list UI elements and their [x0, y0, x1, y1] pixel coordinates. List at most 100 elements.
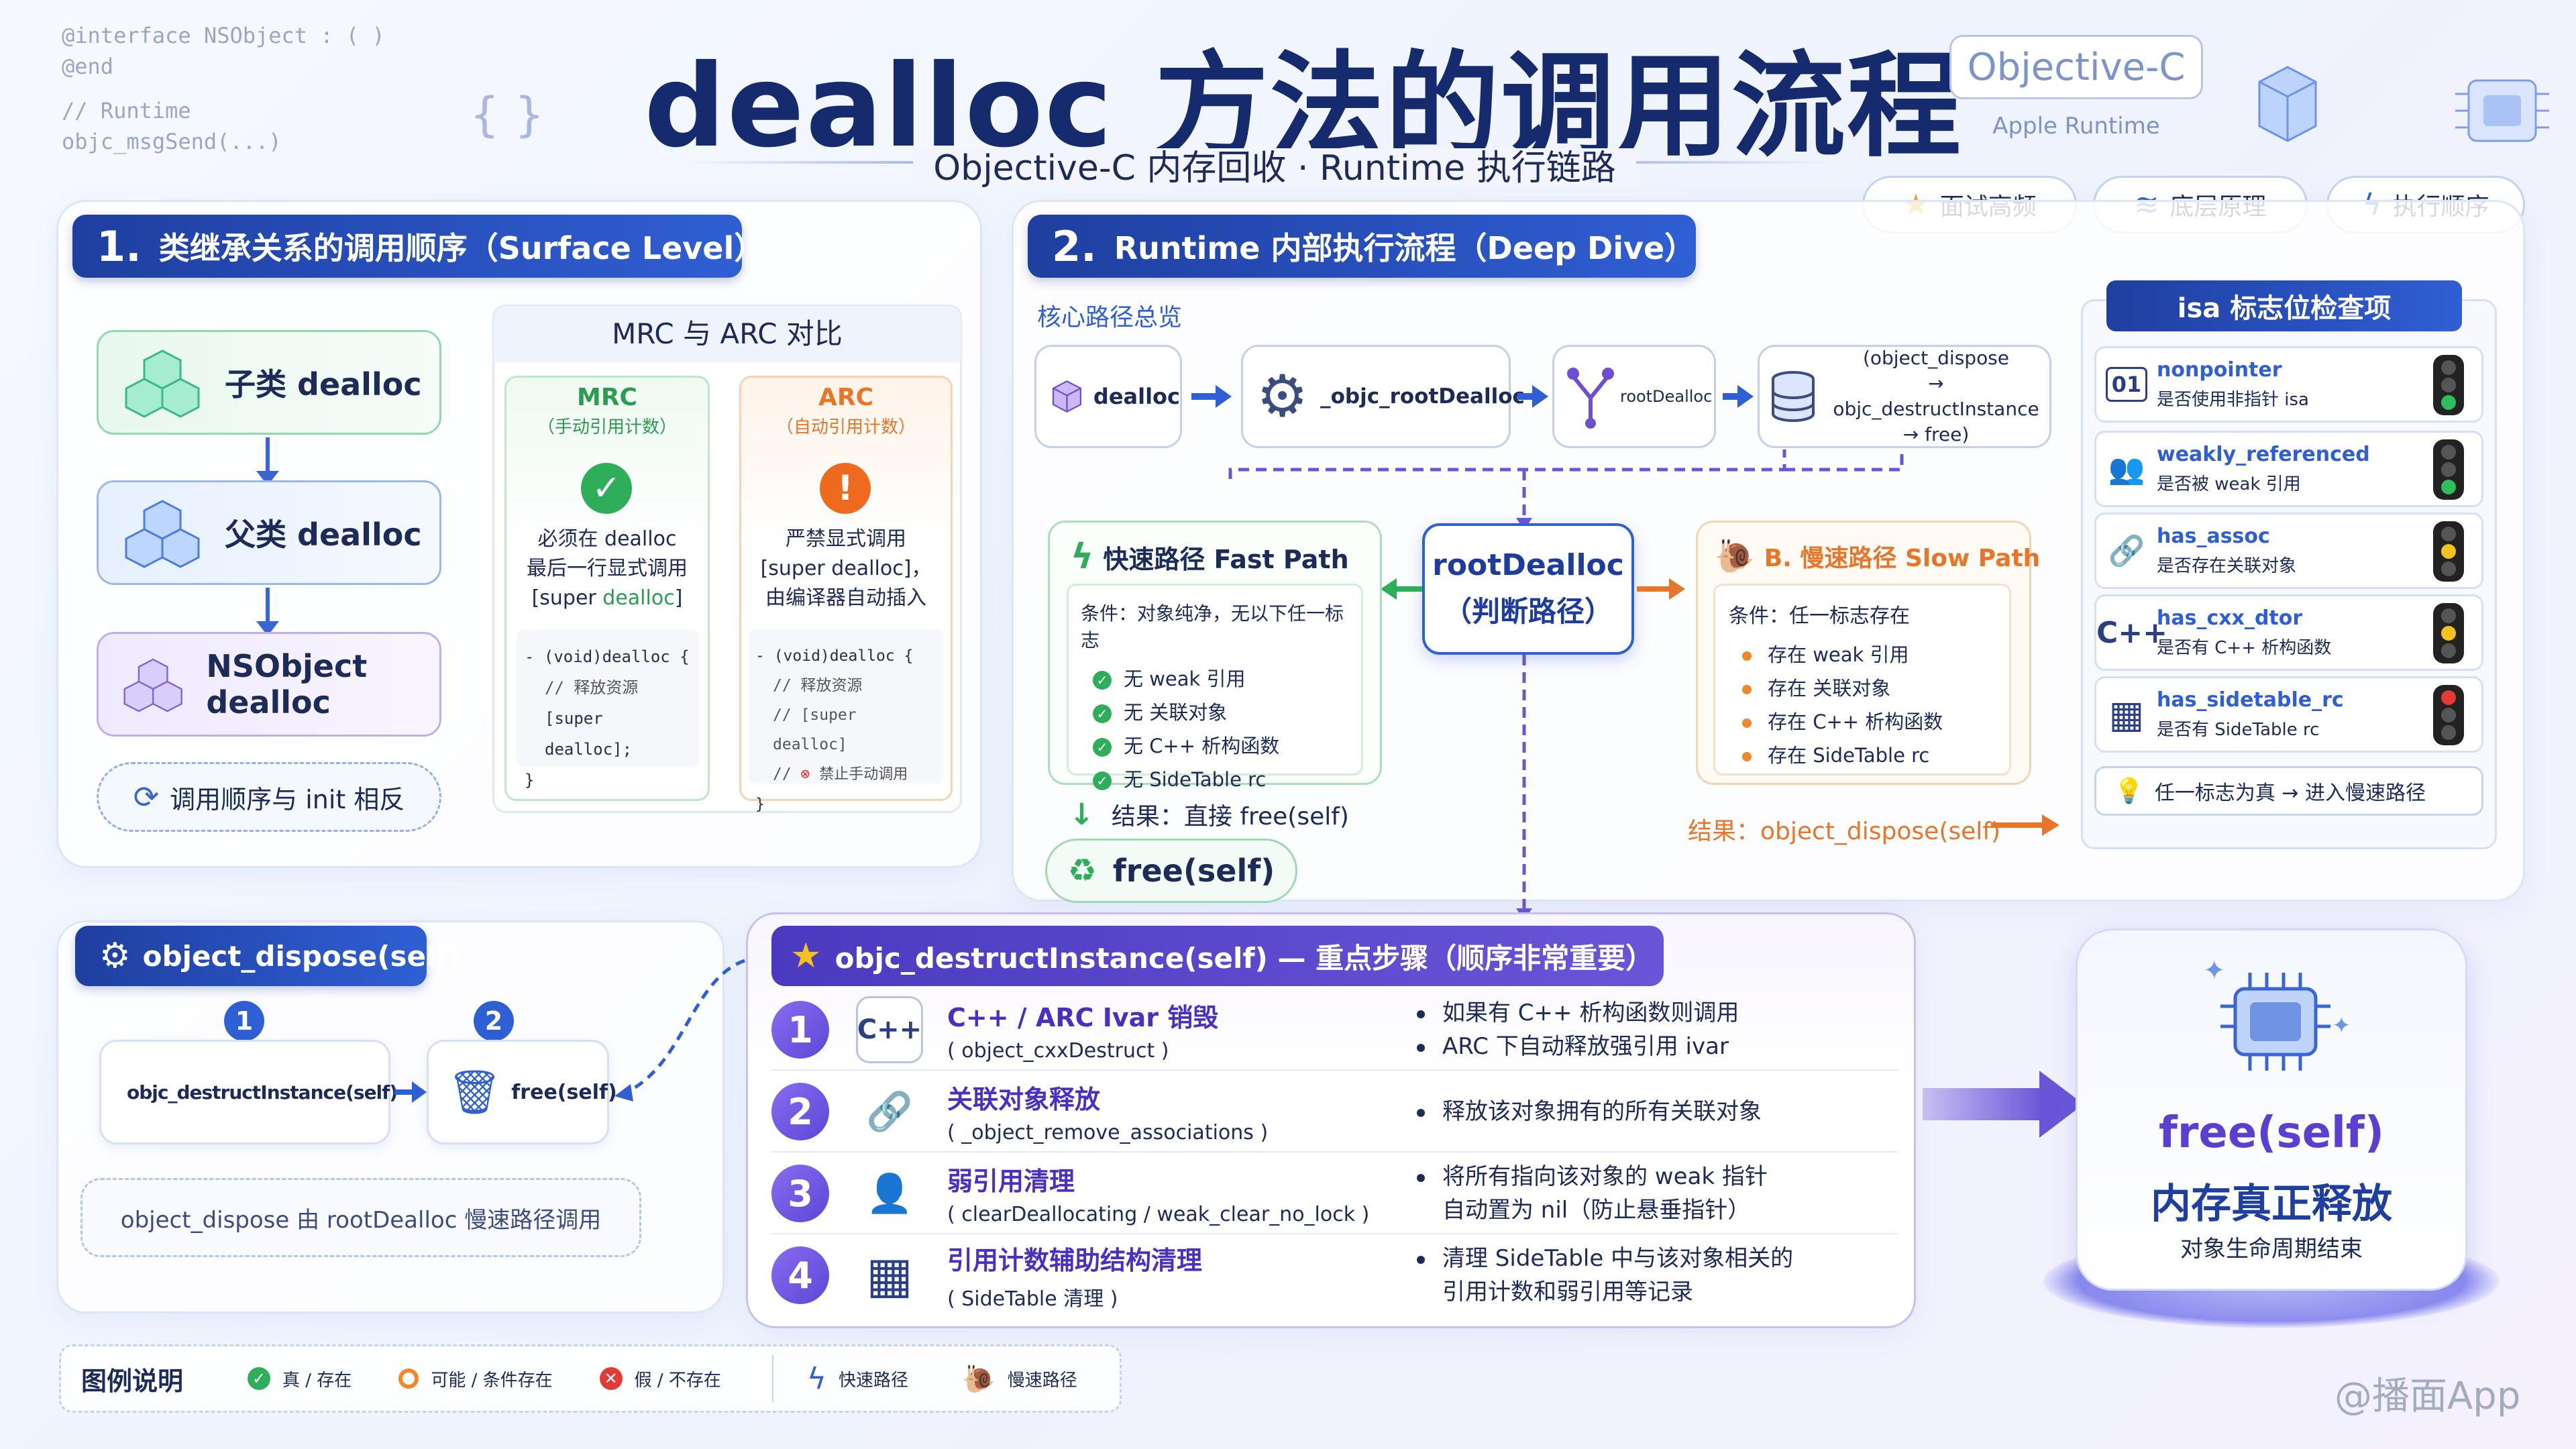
gear-icon: ⚙ [1256, 363, 1309, 430]
cubes-icon [125, 350, 200, 418]
path-arrow [1723, 393, 1740, 400]
bullet-icon [1417, 1108, 1425, 1117]
step-label: objc_destructInstance(self) [127, 1081, 398, 1104]
flag-desc: 是否使用非指针 isa [2157, 390, 2309, 410]
arc-name: ARC [818, 384, 873, 411]
link-icon: 🔗 [2108, 534, 2145, 568]
flag-desc: 是否有 C++ 析构函数 [2157, 638, 2332, 658]
chain-superclass-dealloc: 父类 dealloc [97, 480, 441, 585]
dot-icon [1742, 718, 1752, 728]
warning-icon: ! [820, 463, 871, 514]
deco-code-line: @end [62, 54, 114, 79]
check-icon: ✓ [1093, 771, 1112, 790]
objc-badge-sub: Apple Runtime [1992, 113, 2160, 140]
path-label-text: rootDealloc [1620, 387, 1713, 406]
path-arrow [1191, 393, 1218, 400]
path-objc-rootdealloc: ⚙ _objc_rootDealloc [1241, 345, 1525, 448]
slow-item-text: 存在 关联对象 [1768, 677, 1891, 700]
flag-desc: 是否有 SideTable rc [2157, 720, 2320, 740]
fast-item: ✓无 weak 引用 [1093, 662, 1361, 696]
dot-icon [1742, 685, 1752, 694]
code-line: - (void)dealloc { [755, 647, 914, 665]
arc-desc-line: [super dealloc]， [760, 557, 932, 580]
traffic-light-icon [2433, 521, 2464, 582]
row-desc: 清理 SideTable 中与该对象相关的 [1442, 1245, 1794, 1272]
traffic-light-icon [2433, 439, 2464, 500]
flag-name: has_assoc [2157, 525, 2270, 548]
note-text: 调用顺序与 init 相反 [170, 784, 405, 814]
legend-check-icon: ✓ [248, 1367, 271, 1390]
root-dealloc-judge: rootDealloc （判断路径） [1422, 523, 1634, 655]
dispose-note: object_dispose 由 rootDealloc 慢速路径调用 [80, 1178, 641, 1257]
check-circle-icon: ✓ [581, 463, 632, 514]
braces-deco: { } [470, 87, 545, 142]
mrc-desc-line: 必须在 dealloc [537, 527, 677, 551]
destruct-row-4: 4 ▦ 引用计数辅助结构清理( SideTable 清理 ) 清理 SideTa… [771, 1236, 1912, 1315]
dispose-chain: (object_dispose → objc_destructInstance … [1823, 345, 2049, 447]
lightbulb-icon: 💡 [2114, 777, 2144, 805]
isa-title: isa 标志位检查项 [2106, 280, 2462, 331]
mrc-code: - (void)dealloc { // 释放资源 [super dealloc… [517, 629, 699, 790]
code-line: // 释放资源 [773, 677, 863, 694]
cube-icon [2254, 60, 2321, 148]
trash-icon: 🗑 [447, 1067, 502, 1118]
section2-header: 2.Runtime 内部执行流程（Deep Dive） [1028, 215, 1696, 278]
fast-item-text: 无 weak 引用 [1124, 667, 1246, 690]
chain-arrow [266, 437, 270, 478]
mrc-desc-line: ] [674, 586, 683, 610]
slow-cond-list: 条件：任一标志存在 存在 weak 引用 存在 关联对象 存在 C++ 析构函数… [1713, 584, 2011, 775]
gear-icon: ⚙ [99, 936, 131, 976]
svg-text:✦: ✦ [2203, 955, 2226, 986]
page-subtitle-text: Objective-C 内存回收 · Runtime 执行链路 [913, 148, 1636, 189]
slow-result-arrow-head [2042, 814, 2059, 836]
path-label-text: _objc_rootDealloc [1320, 384, 1525, 409]
row-divider [771, 1151, 1898, 1152]
flag-desc: 是否被 weak 引用 [2157, 474, 2301, 494]
deco-code-line: objc_msgSend(...) [62, 129, 282, 154]
bullet-icon [1417, 1043, 1425, 1052]
dispose-title: object_dispose(self) [142, 939, 461, 973]
slow-item: 存在 C++ 析构函数 [1742, 705, 2009, 739]
chain-nsobject-dealloc: NSObject dealloc [97, 632, 441, 737]
arc-desc-line: 严禁显式调用 [786, 527, 906, 551]
objc-badge: Objective-C [1949, 35, 2203, 99]
chain-label: 子类 dealloc [225, 366, 422, 402]
isa-tip-text: 任一标志为真 → 进入慢速路径 [2154, 782, 2426, 805]
path-label: 核心路径总览 [1037, 304, 1183, 331]
arc-sub: （自动引用计数） [775, 417, 916, 437]
path-arrow-head [1532, 385, 1548, 408]
step-number: 4 [771, 1246, 829, 1304]
legend-divider [771, 1355, 773, 1402]
judge-title: rootDealloc [1432, 548, 1624, 582]
legend-item: 快速路径 [838, 1370, 908, 1391]
branch-icon [1567, 368, 1614, 429]
slow-path-title: 🐌B. 慢速路径 Slow Path [1715, 537, 2040, 575]
legend-item: 真 / 存在 [282, 1370, 352, 1391]
fast-item: ✓无 关联对象 [1093, 696, 1361, 729]
slow-item: 存在 SideTable rc [1742, 739, 2009, 772]
destruct-row-2: 2 🔗 关联对象释放( _object_remove_associations … [771, 1072, 1912, 1151]
user-icon: 👤 [856, 1160, 923, 1227]
code-line: - (void)dealloc { [525, 647, 690, 666]
legend-item: 假 / 不存在 [634, 1370, 721, 1391]
slow-result: 结果：object_dispose(self) [1688, 818, 2000, 845]
destruct-title: objc_destructInstance(self) — 重点步骤（顺序非常重… [835, 941, 1654, 975]
code-line: [super dealloc]; [545, 709, 633, 759]
section-number: 1. [97, 221, 142, 271]
destruct-row-3: 3 👤 弱引用清理( clearDeallocating / weak_clea… [771, 1154, 1912, 1233]
arc-desc: 严禁显式调用 [super dealloc]， 由编译器自动插入 [739, 525, 953, 613]
bullet-icon [1417, 1173, 1425, 1182]
mrc-desc-highlight: dealloc [602, 586, 675, 610]
deco-code: @interface NSObject : ( ) @end // Runtim… [62, 20, 385, 157]
path-arrow [1517, 393, 1535, 400]
slow-item-text: 存在 weak 引用 [1768, 643, 1909, 666]
destruct-row-1: 1 C++ C++ / ARC Ivar 销毁( object_cxxDestr… [771, 990, 1912, 1069]
star-icon: ★ [790, 936, 822, 976]
bullet-icon [1417, 1010, 1425, 1018]
path-dealloc: dealloc [1034, 345, 1182, 448]
flag-name: has_cxx_dtor [2157, 606, 2303, 630]
